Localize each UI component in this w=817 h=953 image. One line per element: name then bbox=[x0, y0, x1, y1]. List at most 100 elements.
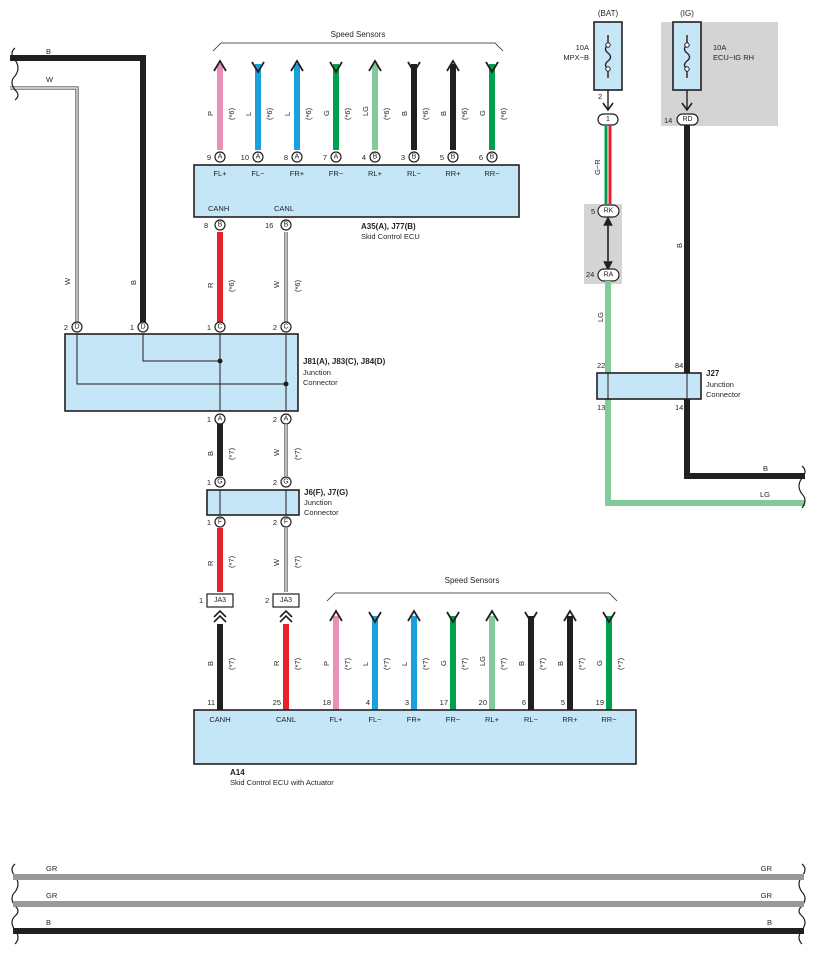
top-ecu-pin-6 bbox=[408, 151, 420, 163]
bottom-ecu-pin-label-2: CANL bbox=[276, 715, 296, 724]
bottom-bus-right-label-3: B bbox=[767, 918, 772, 927]
uj-top-pin-1 bbox=[71, 321, 83, 333]
bottom-wire-label-8: B bbox=[517, 661, 526, 666]
top-ecu-pin-1 bbox=[214, 151, 226, 163]
top-sensor-wire-label-1: P bbox=[206, 111, 215, 116]
upper-junction-desc1: Junction bbox=[303, 368, 331, 377]
top-ecu-pin-4 bbox=[330, 151, 342, 163]
top-ecu-pin-label-2: FL− bbox=[251, 169, 265, 178]
can-pin-2 bbox=[280, 219, 292, 231]
bottom-ecu-pin-num-9: 5 bbox=[561, 698, 565, 707]
mid2-w-label: W bbox=[272, 558, 281, 566]
bottom-ecu-pin-num-3: 18 bbox=[323, 698, 331, 707]
bottom-sensor-arrow-9 bbox=[563, 609, 577, 622]
uj-top-pin-3-conn: C bbox=[217, 324, 222, 331]
j27-pin-bl: 13 bbox=[597, 403, 605, 412]
bottom-ecu-pin-label-7: RL+ bbox=[485, 715, 500, 724]
uj-top-pin-2-conn: D bbox=[140, 324, 145, 331]
bottom-wire-label-9: B bbox=[556, 661, 565, 666]
bottom-ecu-pin-label-4: FL− bbox=[368, 715, 382, 724]
bottom-wire-note-10: (*7) bbox=[616, 657, 625, 670]
top-sensor-wires: P(*6)L(*6)L(*6)G(*6)LG(*6)B(*6)B(*6)G(*6… bbox=[206, 59, 508, 150]
top-sensor-note-7: (*6) bbox=[460, 107, 469, 120]
mid-wires-2: R (*7) W (*7) bbox=[206, 528, 302, 592]
bottom-sensor-arrow-5 bbox=[407, 609, 421, 622]
can-wires-upper: CANH CANL 8 B 16 B R (*6) W (*6) bbox=[204, 204, 302, 324]
left-w-vertical-label: W bbox=[63, 277, 72, 285]
bottom-wire-note-2: (*7) bbox=[293, 657, 302, 670]
ja3-connectors: 1 JA3 2 JA3 bbox=[199, 593, 300, 623]
bottom-wire-note-3: (*7) bbox=[343, 657, 352, 670]
top-ecu-name: A35(A), J77(B) bbox=[361, 222, 416, 231]
uj-bottom-pin-2-num: 2 bbox=[273, 415, 277, 424]
top-sensor-arrow-8 bbox=[485, 61, 499, 74]
j27-out-b: B bbox=[763, 464, 768, 473]
ja3-1-box bbox=[206, 593, 234, 608]
top-sensor-arrow-5 bbox=[368, 59, 382, 72]
ig-fuse: (IG) 10A ECU−IG RH 14 RD B bbox=[664, 9, 805, 479]
can-w-note: (*6) bbox=[293, 279, 302, 292]
top-ecu-pin-2-conn: A bbox=[256, 154, 261, 161]
fuse1-conn bbox=[597, 113, 619, 126]
top-ecu-pin-6-num: 3 bbox=[401, 153, 405, 162]
bottom-sensor-arrow-10 bbox=[602, 611, 616, 624]
top-ecu-pin-4-conn: A bbox=[334, 154, 339, 161]
bottom-sensor-wires: B(*7)R(*7)P(*7)L(*7)L(*7)G(*7)LG(*7)B(*7… bbox=[206, 609, 625, 710]
canh-label-top: CANH bbox=[208, 204, 229, 213]
g-r-wire-label: G−R bbox=[593, 159, 602, 175]
top-ecu-pin-label-5: RL+ bbox=[368, 169, 383, 178]
ja3-2-num: 2 bbox=[265, 596, 269, 605]
bottom-ecu-pin-label-10: RR− bbox=[601, 715, 617, 724]
mj-bottom-pin-1-conn: F bbox=[218, 519, 222, 526]
fuse1-pin: 2 bbox=[598, 92, 602, 101]
mj-bottom-pin-2 bbox=[280, 516, 292, 528]
fuse2-pin: 14 bbox=[664, 116, 672, 125]
fuse2-amp: 10A bbox=[713, 43, 726, 52]
can-r-wire-label: R bbox=[206, 282, 215, 288]
bottom-wire-note-4: (*7) bbox=[382, 657, 391, 670]
top-sensor-wire-label-3: L bbox=[283, 112, 292, 116]
top-ecu-pin-6-conn: B bbox=[412, 154, 417, 161]
top-sensor-arrow-7 bbox=[446, 59, 460, 72]
uj-top-pin-3 bbox=[214, 321, 226, 333]
bottom-wire-label-10: G bbox=[595, 660, 604, 666]
mj-bottom-pin-2-conn: F bbox=[284, 519, 288, 526]
bottom-sensor-arrow-4 bbox=[368, 611, 382, 624]
top-speed-sensors-bracket: Speed Sensors bbox=[212, 30, 504, 52]
uj-bottom-pin-2-conn: A bbox=[284, 416, 289, 423]
bottom-ecu-pin-labels: 11CANH25CANL18FL+4FL−3FR+17FR−20RL+6RL−5… bbox=[207, 698, 617, 724]
j27-desc1: Junction bbox=[706, 380, 734, 389]
bottom-bus-right-label-1: GR bbox=[761, 864, 773, 873]
canl-label-top: CANL bbox=[274, 204, 294, 213]
bottom-wire-label-3: P bbox=[322, 661, 331, 666]
bottom-sensor-arrow-8 bbox=[524, 611, 538, 624]
fuse2-conn-label: RD bbox=[682, 116, 692, 123]
bottom-ecu-name: A14 bbox=[230, 768, 245, 777]
top-sensor-arrow-1 bbox=[213, 59, 227, 72]
lg-wire-label: LG bbox=[596, 312, 605, 322]
mj-top-pin-2-num: 2 bbox=[273, 478, 277, 487]
ja3-2-box bbox=[272, 593, 300, 608]
top-sensor-wire-label-4: G bbox=[322, 110, 331, 116]
top-ecu-pin-label-4: FR− bbox=[329, 169, 344, 178]
j27-junction: 22 84 13 14 J27 Junction Connector B LG bbox=[596, 361, 806, 509]
can-pin-conn-2: B bbox=[284, 222, 289, 229]
j27-pin-br: 14 bbox=[675, 403, 683, 412]
bottom-ecu-pin-label-1: CANH bbox=[209, 715, 230, 724]
j27-out-lg: LG bbox=[760, 490, 770, 499]
upper-junction-name: J81(A), J83(C), J84(D) bbox=[303, 357, 386, 366]
rk-num: 5 bbox=[591, 207, 595, 216]
top-sensor-note-6: (*6) bbox=[421, 107, 430, 120]
bottom-wire-note-7: (*7) bbox=[499, 657, 508, 670]
top-ecu-labels: A35(A), J77(B) Skid Control ECU bbox=[361, 222, 420, 241]
top-ecu-pin-2-num: 10 bbox=[241, 153, 249, 162]
can-r-note: (*6) bbox=[227, 279, 236, 292]
top-sensor-arrow-2 bbox=[251, 61, 265, 74]
uj-top-pin-1-num: 2 bbox=[64, 323, 68, 332]
bottom-ecu-pin-num-6: 17 bbox=[440, 698, 448, 707]
bottom-ecu-pin-label-3: FL+ bbox=[329, 715, 343, 724]
bottom-bus-left-label-2: GR bbox=[46, 891, 58, 900]
bottom-ecu-pin-num-10: 19 bbox=[596, 698, 604, 707]
